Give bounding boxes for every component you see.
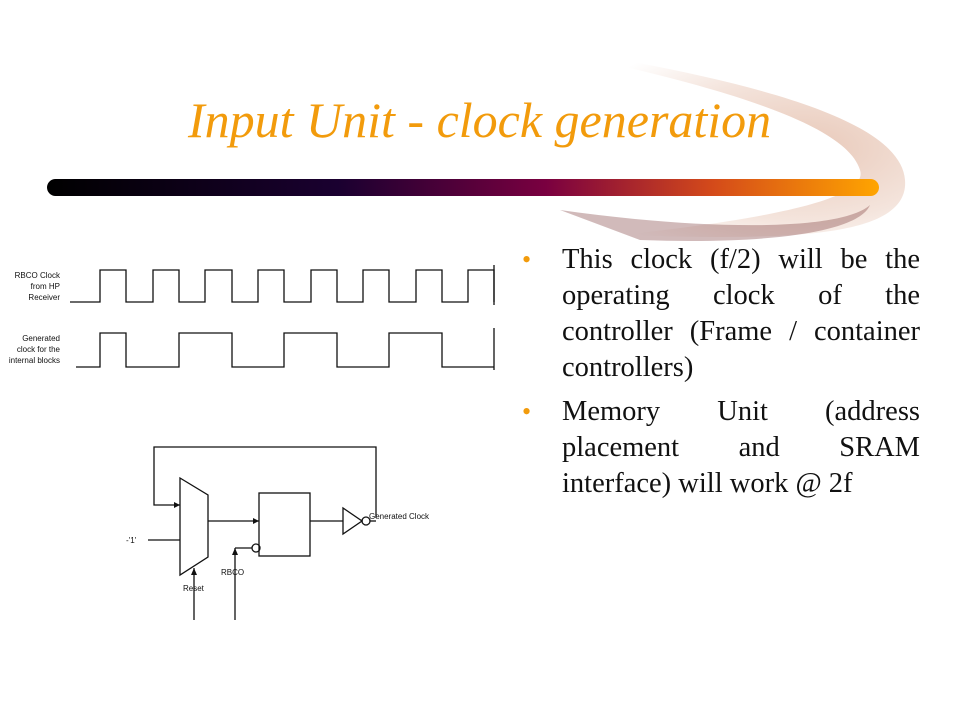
signal2-label-line2: clock for the	[17, 345, 61, 354]
signal2-label-line3: internal blocks	[9, 356, 60, 365]
generated-clock-label: Generated Clock	[369, 512, 430, 521]
bullet-item: • Memory Unit (address placement and SRA…	[520, 394, 920, 502]
flip-flop-box	[258, 492, 311, 557]
slide-title: Input Unit - clock generation	[188, 92, 772, 148]
rbco-label: RBCO	[221, 568, 244, 577]
bullet-dot-icon: •	[522, 397, 532, 426]
bullet-item: • This clock (f/2) will be the operating…	[520, 242, 920, 386]
feedback-wire	[153, 446, 377, 518]
inverter-symbol	[342, 506, 364, 536]
signal1-label-line1: RBCO Clock	[15, 271, 61, 280]
arrow-flop-input	[253, 518, 259, 524]
gradient-bar	[47, 179, 879, 196]
signal1-label-line3: Receiver	[28, 293, 60, 302]
rbco-clock-waveform	[70, 269, 495, 303]
reset-label: Reset	[183, 584, 205, 593]
swoosh-shape	[500, 40, 906, 237]
bullet-list: • This clock (f/2) will be the operating…	[520, 242, 920, 510]
arrow-reset	[191, 568, 197, 575]
signal2-label-line1: Generated	[22, 334, 60, 343]
mux-symbol	[179, 476, 209, 577]
swoosh-shadow	[560, 205, 870, 241]
bullet-text: Memory Unit (address placement and SRAM …	[562, 396, 920, 499]
arrow-mux-feedback	[174, 502, 180, 508]
signal1-label-line2: from HP	[31, 282, 60, 291]
const-one-label: -'1'	[126, 536, 137, 545]
arrow-rbco	[232, 548, 238, 555]
bullet-dot-icon: •	[522, 245, 532, 274]
bullet-text: This clock (f/2) will be the operating c…	[562, 244, 920, 383]
generated-clock-waveform	[76, 332, 494, 368]
